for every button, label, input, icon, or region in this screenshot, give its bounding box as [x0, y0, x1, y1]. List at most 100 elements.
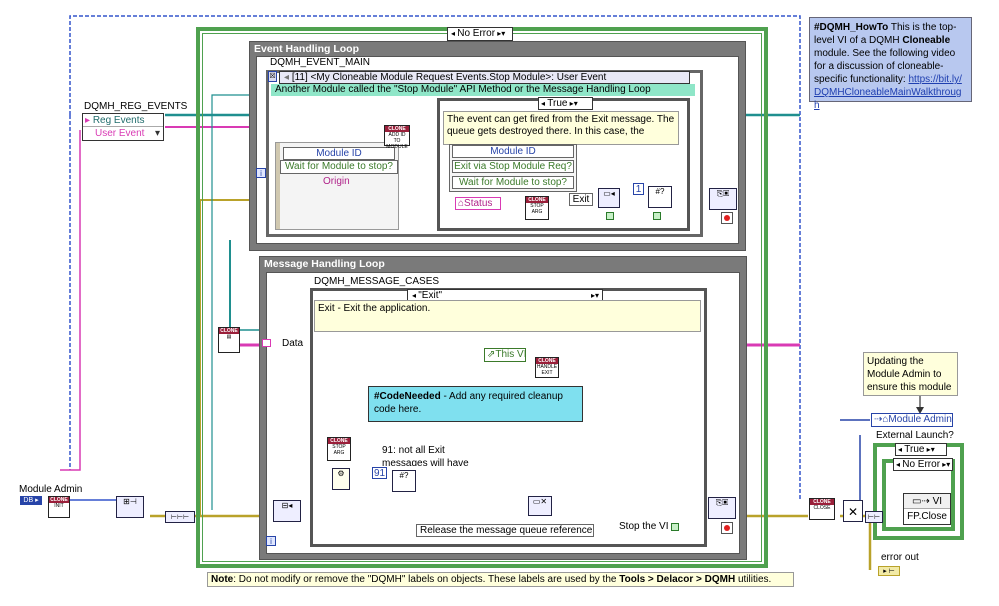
error-code-node-msg[interactable]: #?: [392, 470, 416, 492]
code-needed-text: - Add any required cleanup code here.: [374, 391, 563, 415]
unbundle-node-msg[interactable]: ⚙: [332, 468, 350, 490]
fp-close-row: FP.Close: [904, 509, 950, 524]
stop-arg-subvi-msg[interactable]: CLONE STOP ARG: [327, 437, 351, 461]
updating-comment: Updating the Module Admin to ensure this…: [863, 352, 958, 396]
external-launch-label: External Launch?: [876, 430, 954, 441]
iteration-terminal-msg: i: [266, 536, 276, 546]
stop-terminal-event[interactable]: [721, 212, 733, 224]
data-tunnel: [262, 339, 271, 347]
reg-events-label: DQMH_REG_EVENTS: [84, 101, 188, 112]
inner-noerror-selector[interactable]: ◂ No Error ▸▾: [893, 458, 953, 471]
cluster-item-wait: Wait for Module to stop?: [280, 160, 398, 174]
module-admin-ref-icon: ⇢⌂: [874, 414, 889, 425]
reg-events-row-2-text: User Event: [95, 128, 145, 139]
howto-text-1: This is the top-level VI of a DQMH: [814, 22, 957, 46]
event-selector-text: [11] <My Cloneable Module Request Events…: [291, 72, 607, 83]
enqueue-node[interactable]: ▭◂: [598, 188, 620, 208]
top-case-selector[interactable]: ◂ No Error ▸▾: [447, 27, 513, 41]
stop-arg-subvi-header: CLONE: [526, 197, 548, 203]
howto-comment: #DQMH_HowTo This is the top-level VI of …: [809, 17, 972, 111]
bool-terminal-b: [653, 212, 661, 220]
stop-arg-subvi[interactable]: CLONE STOP ARG: [525, 196, 549, 220]
module-admin-ref-text: Module Admin: [888, 414, 952, 425]
num-const-91[interactable]: 91: [372, 467, 387, 479]
home-icon: ⌂: [458, 198, 465, 209]
merge-errors-node[interactable]: ✕: [843, 500, 863, 522]
exit-constant[interactable]: Exit: [569, 193, 593, 206]
fp-vi-label: VI: [932, 496, 943, 507]
init-subvi[interactable]: CLONE INIT: [48, 496, 70, 518]
right-bundle-node[interactable]: ⊢⊢: [865, 511, 883, 523]
note-text-1: : Do not modify or remove the "DQMH" lab…: [233, 574, 620, 585]
code-needed-tag: #CodeNeeded: [374, 391, 441, 402]
inner-noerror-selector-text: No Error: [902, 459, 941, 470]
message-case-comment-text: Exit - Exit the application.: [318, 303, 431, 314]
cluster-bar-left: [276, 143, 280, 229]
message-loop-label: DQMH_MESSAGE_CASES: [314, 276, 440, 287]
msg-right-node[interactable]: ▭✕: [528, 496, 552, 516]
outer-true-selector[interactable]: ◂ True ▸▾: [895, 443, 947, 456]
dqmh-note: Note: Do not modify or remove the "DQMH"…: [207, 572, 794, 587]
note-tag: Note: [211, 574, 234, 585]
reg-events-row-1-text: Reg Events: [92, 115, 145, 126]
reg-events-icon: ▸: [85, 115, 93, 126]
status-constant[interactable]: ⌂Status: [455, 197, 501, 210]
howto-bold: Cloneable: [902, 35, 951, 46]
fp-close-text: FP.Close: [907, 511, 947, 522]
event-selector[interactable]: ◂ [11] <My Cloneable Module Request Even…: [279, 71, 690, 84]
obtain-queue-node[interactable]: ⊞⊣: [116, 496, 144, 518]
message-case-selector-text: "Exit": [418, 290, 443, 301]
cluster-item-module-id: Module ID: [283, 147, 395, 160]
reg-events-row-1: ▸ Reg Events: [83, 114, 163, 127]
howto-link[interactable]: https://bit.ly/DQMHCloneableMainWalkthro…: [814, 74, 962, 111]
left-bundle-node[interactable]: ⊢⊢⊢: [165, 511, 195, 523]
stop-vi-label: Stop the VI: [619, 521, 669, 532]
release-label: Release the message queue reference: [416, 524, 594, 537]
event-comment: Another Module called the "Stop Module" …: [271, 84, 695, 96]
bundle-item-module-id: Module ID: [452, 145, 574, 158]
this-vi-icon: ⇗: [487, 349, 496, 360]
iteration-terminal-event: i: [256, 168, 266, 178]
reg-events-row-2: User Event▾: [95, 128, 160, 139]
dequeue-node[interactable]: ⊟◂: [273, 500, 301, 522]
stop-terminal-msg[interactable]: [721, 522, 733, 534]
event-right-node[interactable]: ⎘▣: [709, 188, 737, 210]
data-label: Data: [282, 338, 304, 349]
left-clone-subvi[interactable]: CLONE ▤: [218, 327, 240, 353]
error-out-label: error out: [881, 552, 919, 563]
inner-case-selector[interactable]: ◂ True ▸▾: [538, 97, 593, 110]
status-text: Status: [464, 198, 493, 209]
event-loop-label: DQMH_EVENT_MAIN: [270, 57, 371, 68]
bool-terminal-msg: [671, 523, 679, 531]
add-id-subvi[interactable]: CLONE ADD ID TO MODULE: [384, 125, 410, 150]
note-path: Tools > Delacor > DQMH: [619, 574, 736, 585]
bundle-item-wait: Wait for Module to stop?: [452, 176, 574, 189]
howto-text-2: module. See the following video for a di…: [814, 48, 956, 85]
outer-true-selector-text: True: [904, 444, 925, 455]
note-text-2: utilities.: [735, 574, 772, 585]
module-admin-label: Module Admin: [19, 484, 83, 495]
bool-terminal-a: [606, 212, 614, 220]
msg-end-node[interactable]: ⎘▣: [708, 497, 736, 519]
fp-close-node[interactable]: ▭⇢ VI FP.Close: [903, 493, 951, 525]
module-admin-ref[interactable]: ⇢⌂Module Admin: [871, 413, 953, 427]
this-vi-text: This VI: [495, 349, 527, 360]
error-out-indicator: ▸ ⊢: [878, 566, 900, 576]
error-code-node[interactable]: #?: [648, 186, 672, 208]
err91-comment: 91: not all Exit messages will have: [382, 445, 469, 466]
event-node-icon: ☒: [268, 71, 277, 82]
reg-events-cluster[interactable]: ▸ Reg Events User Event▾: [82, 113, 164, 141]
this-vi-constant[interactable]: ⇗This VI: [484, 348, 527, 362]
event-loop-title: Event Handling Loop: [254, 43, 359, 55]
message-loop-title: Message Handling Loop: [264, 258, 385, 270]
handle-exit-subvi[interactable]: CLONE HANDLE EXIT: [535, 357, 559, 378]
message-case-comment: Exit - Exit the application.: [314, 300, 701, 332]
close-subvi[interactable]: CLONE CLOSE: [809, 498, 835, 520]
module-admin-control[interactable]: DB ▸: [20, 496, 42, 505]
num-const-1[interactable]: 1: [633, 183, 644, 195]
inner-case-selector-text: True: [547, 98, 568, 109]
top-case-selector-text: No Error: [457, 28, 496, 39]
close-subvi-text: CLOSE: [813, 505, 831, 511]
fp-vi-row: ▭⇢ VI: [904, 494, 950, 509]
stop-arg-subvi-body: STOP ARG: [530, 203, 544, 215]
